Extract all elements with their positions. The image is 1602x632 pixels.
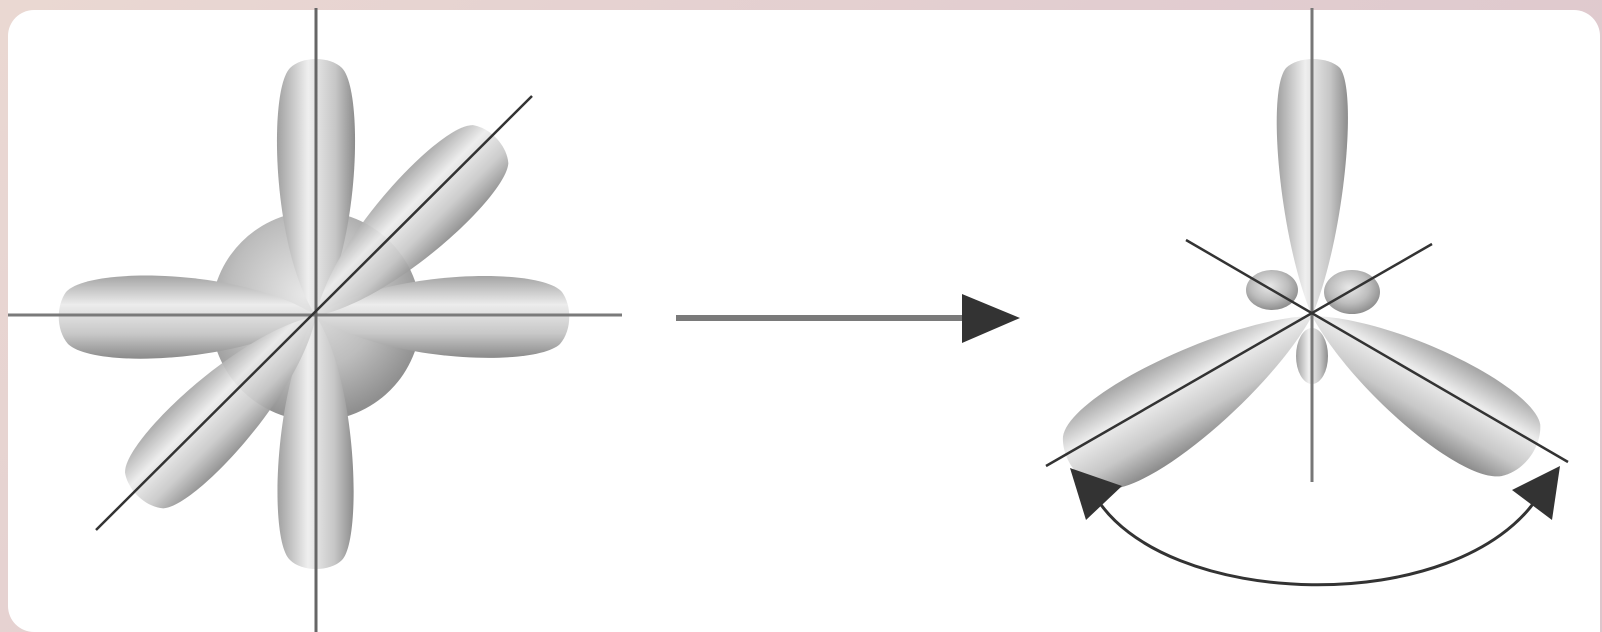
left-orbital-figure [8,8,622,632]
hybrid-lobe-lower-right [1285,284,1556,493]
small-lobe-right [1324,270,1380,314]
transition-arrow [676,294,1020,343]
angle-arrowhead-right [1512,466,1560,520]
hybrid-lobe-lower-left [1047,282,1340,507]
right-orbital-figure [1046,8,1568,585]
angle-arc [1094,494,1540,585]
arrow-head [962,294,1020,343]
